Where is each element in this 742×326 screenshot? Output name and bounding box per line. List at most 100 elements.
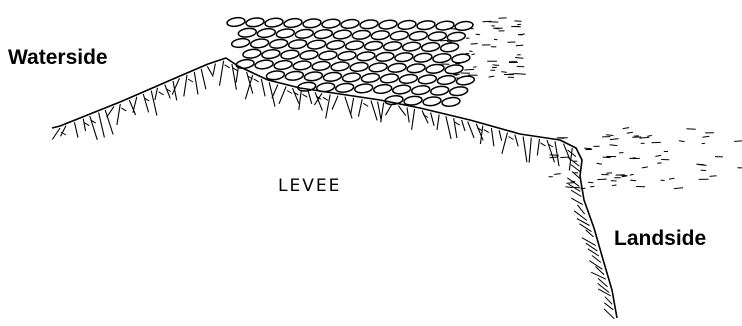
hatch-stroke xyxy=(491,128,494,146)
sandbag xyxy=(326,40,345,51)
sandbag xyxy=(413,52,432,63)
hatch-tick xyxy=(121,108,126,111)
hatch-stroke xyxy=(398,106,405,116)
sandbag xyxy=(371,30,390,41)
hatch-stroke xyxy=(83,119,85,131)
sandbag xyxy=(449,86,468,97)
hatch-tick xyxy=(233,68,238,71)
sandbag xyxy=(402,41,421,52)
landside-label: Landside xyxy=(614,227,706,251)
hatch-stroke xyxy=(232,64,237,90)
water-dash xyxy=(734,141,742,142)
water-dash xyxy=(590,186,594,187)
hatch-stroke xyxy=(272,85,278,99)
sandbag xyxy=(442,96,461,107)
water-dash xyxy=(610,145,618,146)
hatch-tick xyxy=(302,94,307,97)
sandbag xyxy=(390,30,409,41)
water-dash xyxy=(630,174,634,175)
slope-hatch-stroke xyxy=(577,205,584,214)
hatch-stroke xyxy=(345,97,352,119)
sandbag xyxy=(364,40,383,51)
sandbag xyxy=(265,17,284,28)
slope-hatch-stroke xyxy=(567,178,579,187)
hatch-stroke xyxy=(358,99,362,117)
hatch-stroke xyxy=(52,128,60,140)
hatch-stroke xyxy=(454,118,457,138)
sandbag xyxy=(447,31,466,42)
water-dash xyxy=(588,182,593,183)
sandbag xyxy=(350,61,369,72)
sandbag xyxy=(426,63,445,74)
hatch-stroke xyxy=(90,116,98,140)
water-dash xyxy=(647,135,652,136)
sandbag-cap xyxy=(227,17,475,108)
hatch-stroke xyxy=(107,106,114,117)
hatch-stroke xyxy=(537,139,539,156)
sandbag xyxy=(440,42,459,53)
sandbag xyxy=(323,71,342,82)
hatch-stroke xyxy=(515,135,518,147)
hatch-stroke xyxy=(293,88,299,103)
water-dash xyxy=(623,128,629,129)
sandbag xyxy=(407,63,426,74)
water-dash xyxy=(515,58,523,59)
water-dash xyxy=(627,132,633,133)
sandbag xyxy=(417,20,436,31)
sandbag xyxy=(293,60,312,71)
sandbag xyxy=(288,39,307,50)
water-dash xyxy=(447,42,452,43)
hatch-stroke xyxy=(133,97,137,113)
slope-hatch-stroke xyxy=(592,256,601,263)
sandbag xyxy=(341,18,360,29)
sandbag xyxy=(383,41,402,52)
water-dash xyxy=(606,135,613,136)
sandbag xyxy=(430,85,449,96)
slope-hatch-stroke xyxy=(571,198,583,205)
water-dash xyxy=(584,148,591,149)
sandbag xyxy=(423,96,442,107)
water-dash xyxy=(494,39,498,40)
sandbag xyxy=(409,30,428,41)
sandbag xyxy=(379,19,398,30)
water-dash xyxy=(516,45,524,46)
sandbag xyxy=(314,29,333,40)
sandbag xyxy=(345,40,364,51)
sandbag xyxy=(284,18,303,29)
sandbag xyxy=(333,29,352,40)
sandbag xyxy=(418,74,437,85)
slope-hatch-stroke xyxy=(588,249,599,256)
hatch-stroke xyxy=(213,64,215,75)
hatch-stroke xyxy=(308,91,312,104)
hatch-tick xyxy=(509,137,514,140)
hatch-tick xyxy=(287,91,292,94)
hatch-tick xyxy=(188,79,193,82)
waterside-label: Waterside xyxy=(8,46,108,70)
hatch-tick xyxy=(541,143,546,146)
hatch-stroke xyxy=(201,69,206,89)
hatch-stroke xyxy=(143,94,148,113)
sandbag xyxy=(411,85,430,96)
water-dash xyxy=(473,67,476,68)
water-dash xyxy=(469,51,472,52)
water-dash xyxy=(597,179,606,180)
sandbag xyxy=(398,19,417,30)
water-dash xyxy=(703,136,710,137)
sandbag xyxy=(280,49,299,60)
slope-hatch-stroke xyxy=(586,243,598,251)
hatch-stroke xyxy=(499,130,502,141)
water-dash xyxy=(597,163,603,164)
sandbag xyxy=(455,20,474,31)
sandbag xyxy=(342,72,361,83)
sandbag xyxy=(257,28,276,39)
hatch-tick xyxy=(363,103,368,106)
water-dash xyxy=(507,74,516,75)
sandbag xyxy=(394,52,413,63)
slope-hatch-stroke xyxy=(582,238,596,246)
sandbag xyxy=(238,27,257,38)
sandbag xyxy=(456,75,475,86)
hatch-stroke xyxy=(194,72,198,95)
sandbag xyxy=(421,42,440,53)
water-dash xyxy=(471,44,478,45)
